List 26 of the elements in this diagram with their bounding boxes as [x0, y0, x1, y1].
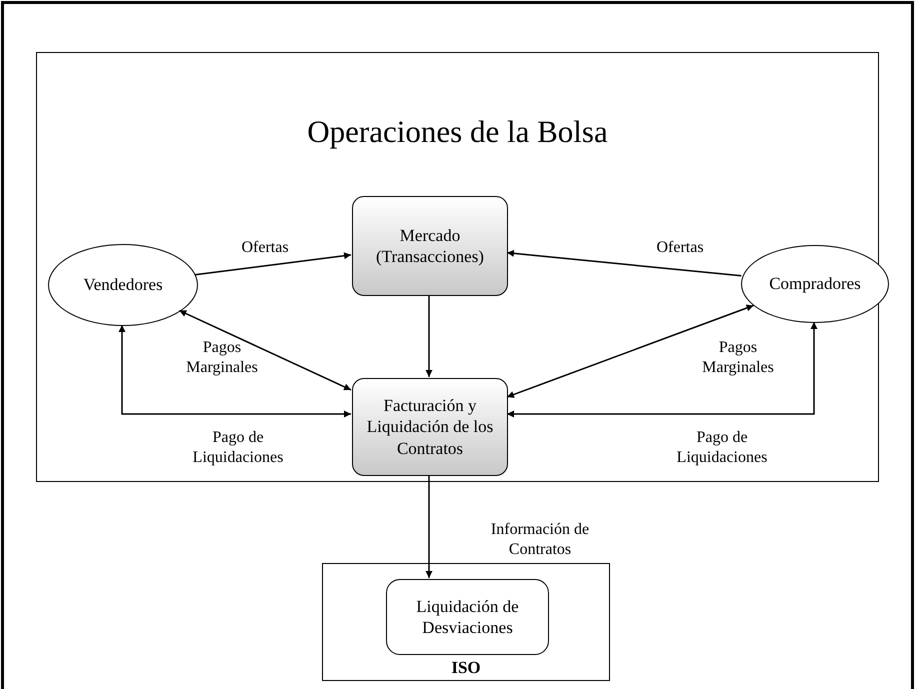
arrow — [178, 310, 352, 391]
edge-label: Información de Contratos — [490, 520, 590, 560]
group-panel — [322, 563, 610, 681]
process-box — [386, 579, 549, 655]
arrow — [426, 295, 432, 377]
edge-label: Ofertas — [240, 238, 290, 258]
edge-label: Pago de Liquidaciones — [676, 428, 768, 468]
panel-title: ISO — [450, 656, 482, 678]
edge-label: Pagos Marginales — [701, 338, 775, 378]
node-label: Liquidación de Desviaciones — [415, 596, 520, 638]
edge-label: Pagos Marginales — [185, 338, 259, 378]
node-label: Mercado (Transacciones) — [375, 224, 485, 268]
panel-title: Operaciones de la Bolsa — [306, 113, 609, 151]
process-box — [352, 196, 508, 296]
edge-label: Pago de Liquidaciones — [192, 428, 284, 468]
arrow — [195, 252, 352, 276]
arrow — [506, 304, 754, 398]
process-box — [352, 378, 508, 476]
node-label: Vendedores — [83, 274, 163, 296]
edge-label: Ofertas — [655, 238, 705, 258]
arrow — [426, 475, 432, 578]
arrow — [118, 325, 351, 418]
arrow — [506, 250, 742, 277]
node-label: Facturación y Liquidación de los Contratos — [366, 395, 494, 459]
node-label: Compradores — [769, 273, 861, 295]
arrow — [507, 322, 818, 418]
